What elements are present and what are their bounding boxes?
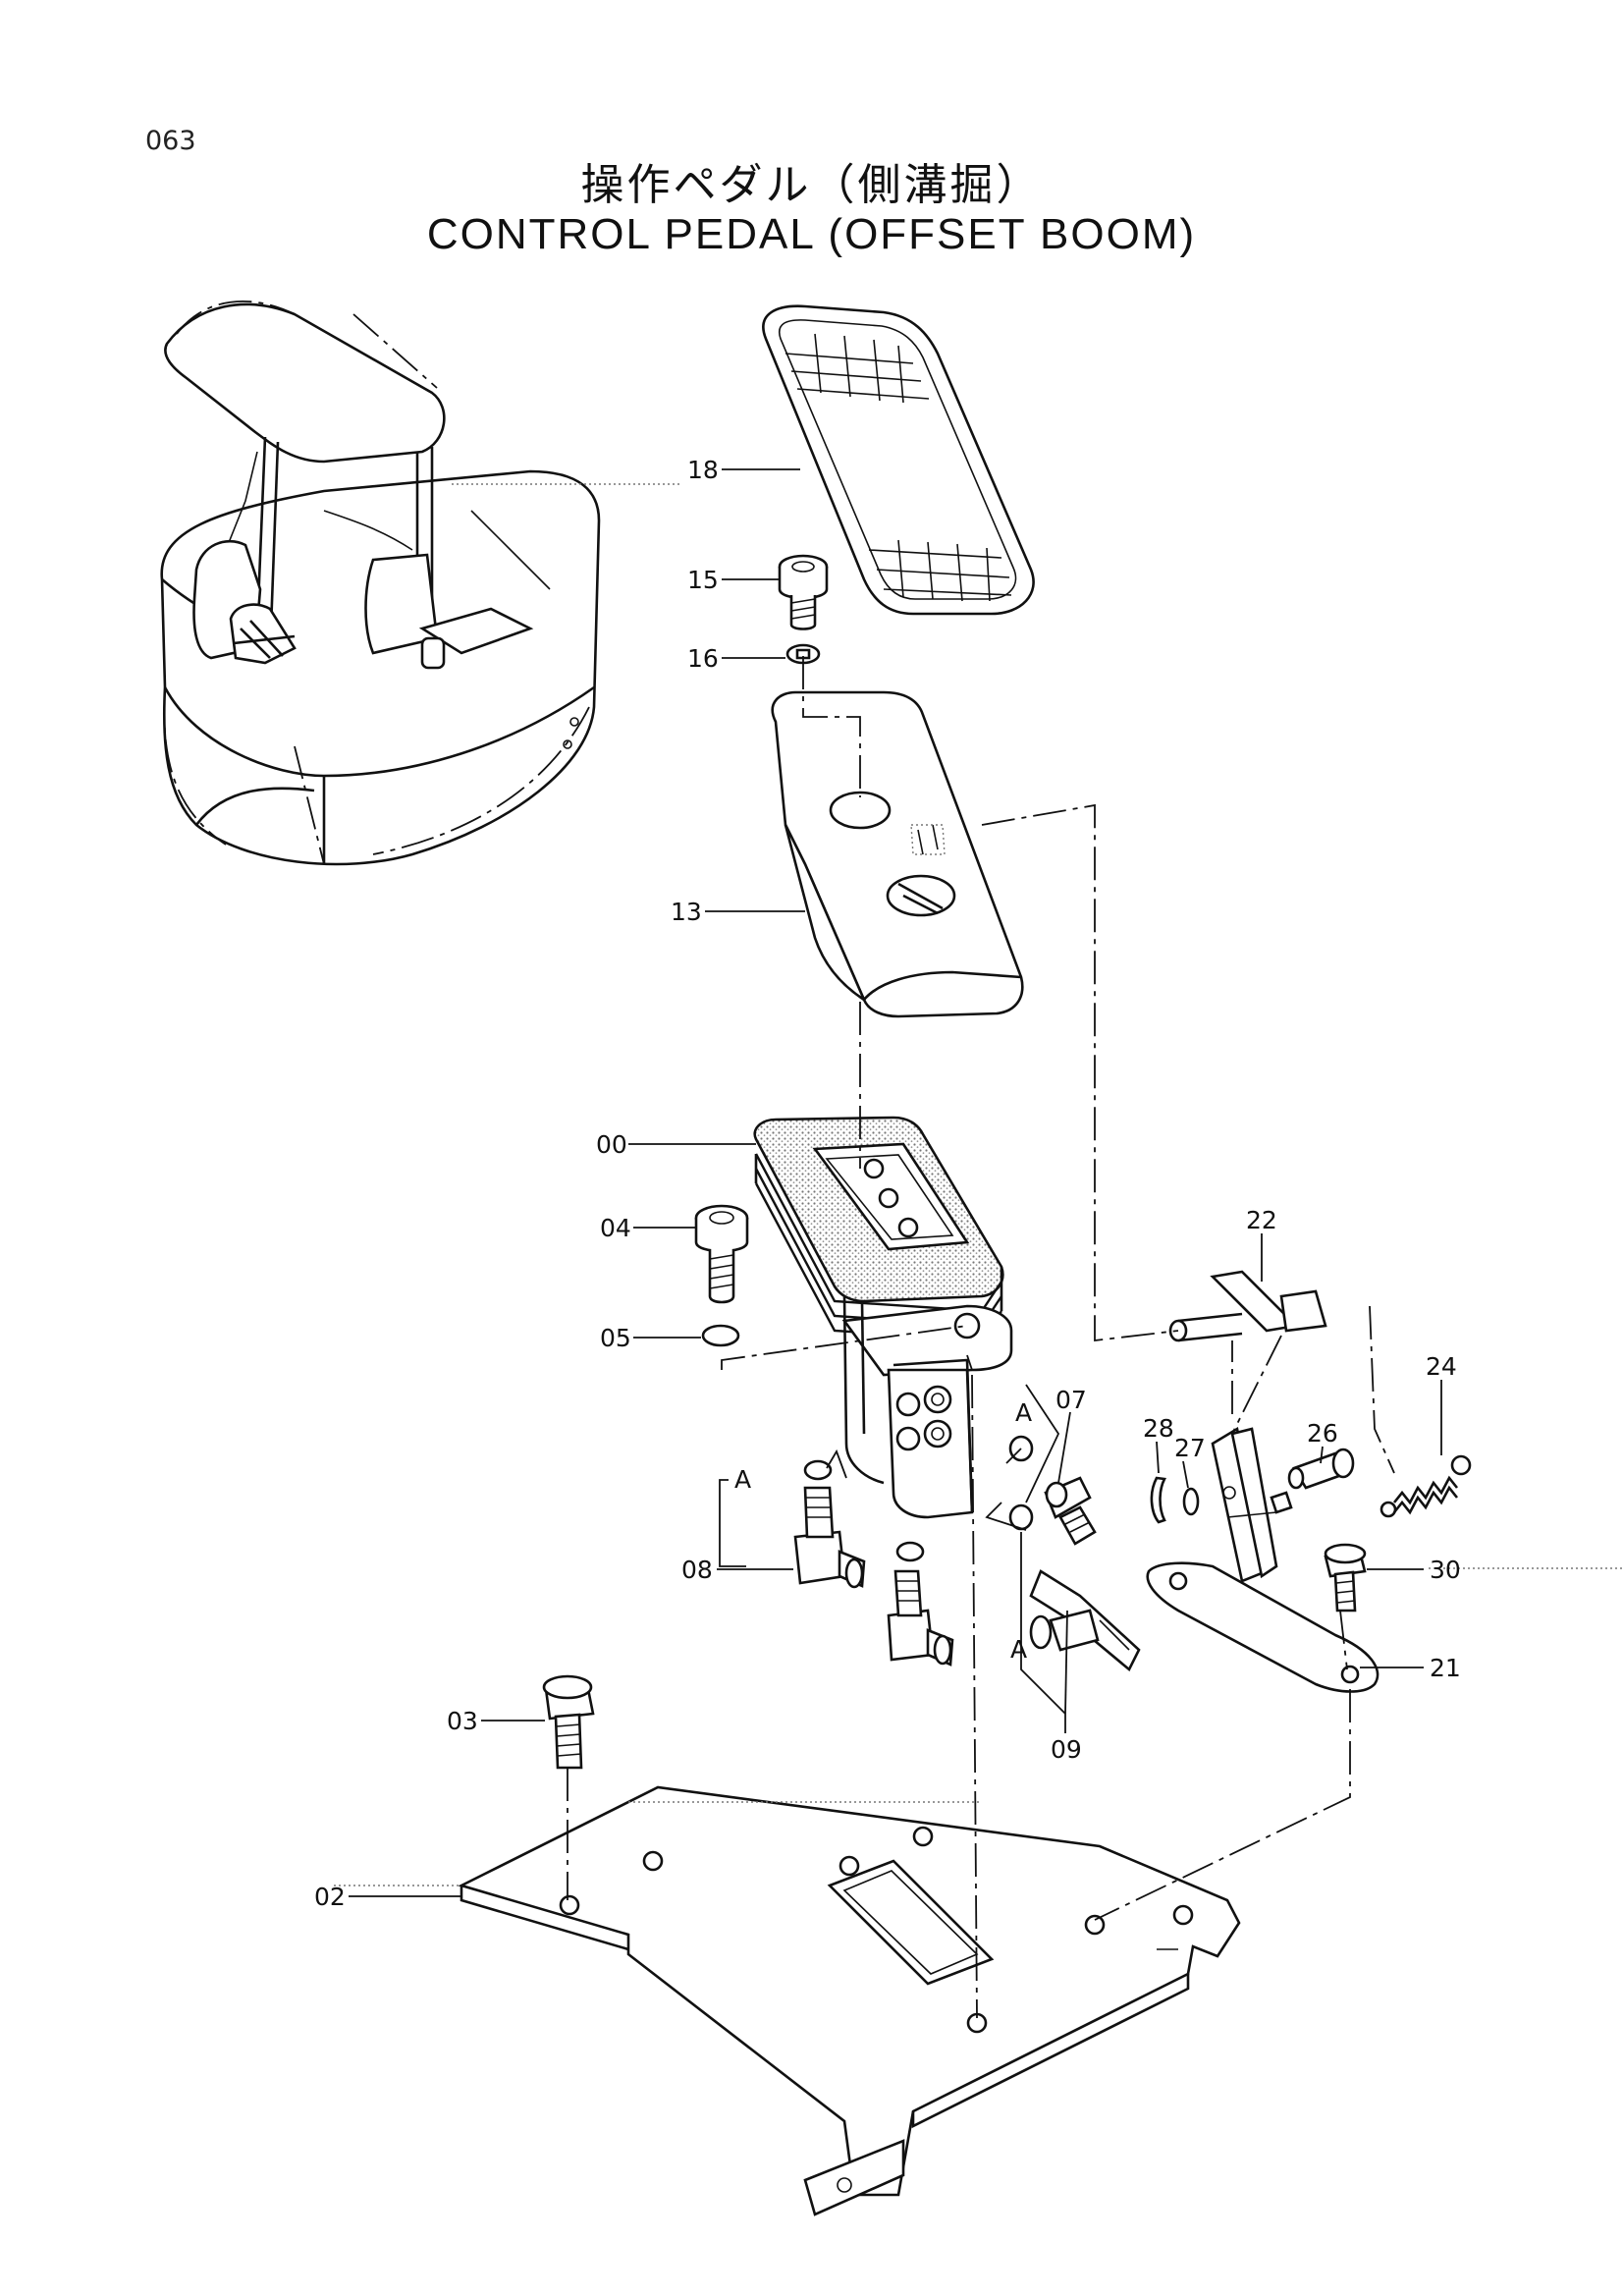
part-02-base-plate bbox=[334, 1785, 1241, 2216]
part-label-05: 05 bbox=[600, 1324, 631, 1352]
machine-overview-illustration bbox=[160, 301, 679, 866]
connection-label-a: A bbox=[1010, 1635, 1027, 1664]
part-13-pedal-plate bbox=[771, 690, 1024, 1018]
part-04-bolt bbox=[694, 1204, 749, 1304]
part-number-leaders bbox=[349, 468, 1442, 1897]
part-label-04: 04 bbox=[600, 1214, 631, 1242]
part-15-bolt bbox=[778, 554, 829, 630]
part-03-bolt bbox=[542, 1674, 595, 1770]
part-label-07: 07 bbox=[1055, 1386, 1087, 1414]
connection-label-a: A bbox=[734, 1465, 751, 1494]
part-label-03: 03 bbox=[447, 1707, 478, 1735]
part-label-09: 09 bbox=[1051, 1735, 1082, 1764]
part-label-26: 26 bbox=[1307, 1419, 1338, 1448]
part-21-bracket-plate bbox=[1146, 1426, 1380, 1693]
page-number: 063 bbox=[145, 126, 196, 156]
part-09-tee-fitting bbox=[1029, 1569, 1141, 1672]
page-title-japanese: 操作ペダル（側溝掘） bbox=[580, 160, 1043, 210]
part-05-washer bbox=[701, 1324, 740, 1347]
part-22-lever-bracket bbox=[1168, 1270, 1327, 1342]
assembly-chain-lines bbox=[567, 656, 1395, 2019]
part-label-13: 13 bbox=[671, 898, 702, 926]
part-label-16: 16 bbox=[687, 644, 719, 673]
part-label-30: 30 bbox=[1430, 1556, 1461, 1584]
part-label-15: 15 bbox=[687, 566, 719, 594]
part-label-18: 18 bbox=[687, 456, 719, 484]
part-18-pedal-rubber-pad bbox=[762, 304, 1035, 616]
page-title-english: CONTROL PEDAL (OFFSET BOOM) bbox=[426, 210, 1197, 258]
part-26-pin bbox=[1270, 1448, 1355, 1514]
part-label-08: 08 bbox=[681, 1556, 713, 1584]
part-label-02: 02 bbox=[314, 1883, 346, 1911]
part-label-28: 28 bbox=[1143, 1414, 1174, 1443]
connection-markers: A A A bbox=[719, 1384, 1068, 1715]
part-label-22: 22 bbox=[1246, 1206, 1277, 1234]
part-27-washer bbox=[1182, 1487, 1200, 1516]
connection-label-a: A bbox=[1015, 1398, 1032, 1427]
part-label-24: 24 bbox=[1426, 1352, 1457, 1381]
part-28-cotter-pin bbox=[1150, 1476, 1166, 1524]
part-number-labels: 18 15 16 13 00 04 05 22 07 24 28 27 26 0… bbox=[314, 456, 1461, 1911]
part-label-27: 27 bbox=[1174, 1434, 1206, 1462]
part-07-fitting bbox=[1044, 1476, 1097, 1546]
part-label-00: 00 bbox=[596, 1130, 627, 1159]
part-24-spring bbox=[1380, 1454, 1472, 1518]
part-30-bolt bbox=[1324, 1543, 1623, 1613]
part-08-elbow-fitting bbox=[793, 1486, 954, 1667]
part-label-21: 21 bbox=[1430, 1654, 1461, 1682]
part-00-pilot-valve bbox=[753, 1116, 1013, 1519]
